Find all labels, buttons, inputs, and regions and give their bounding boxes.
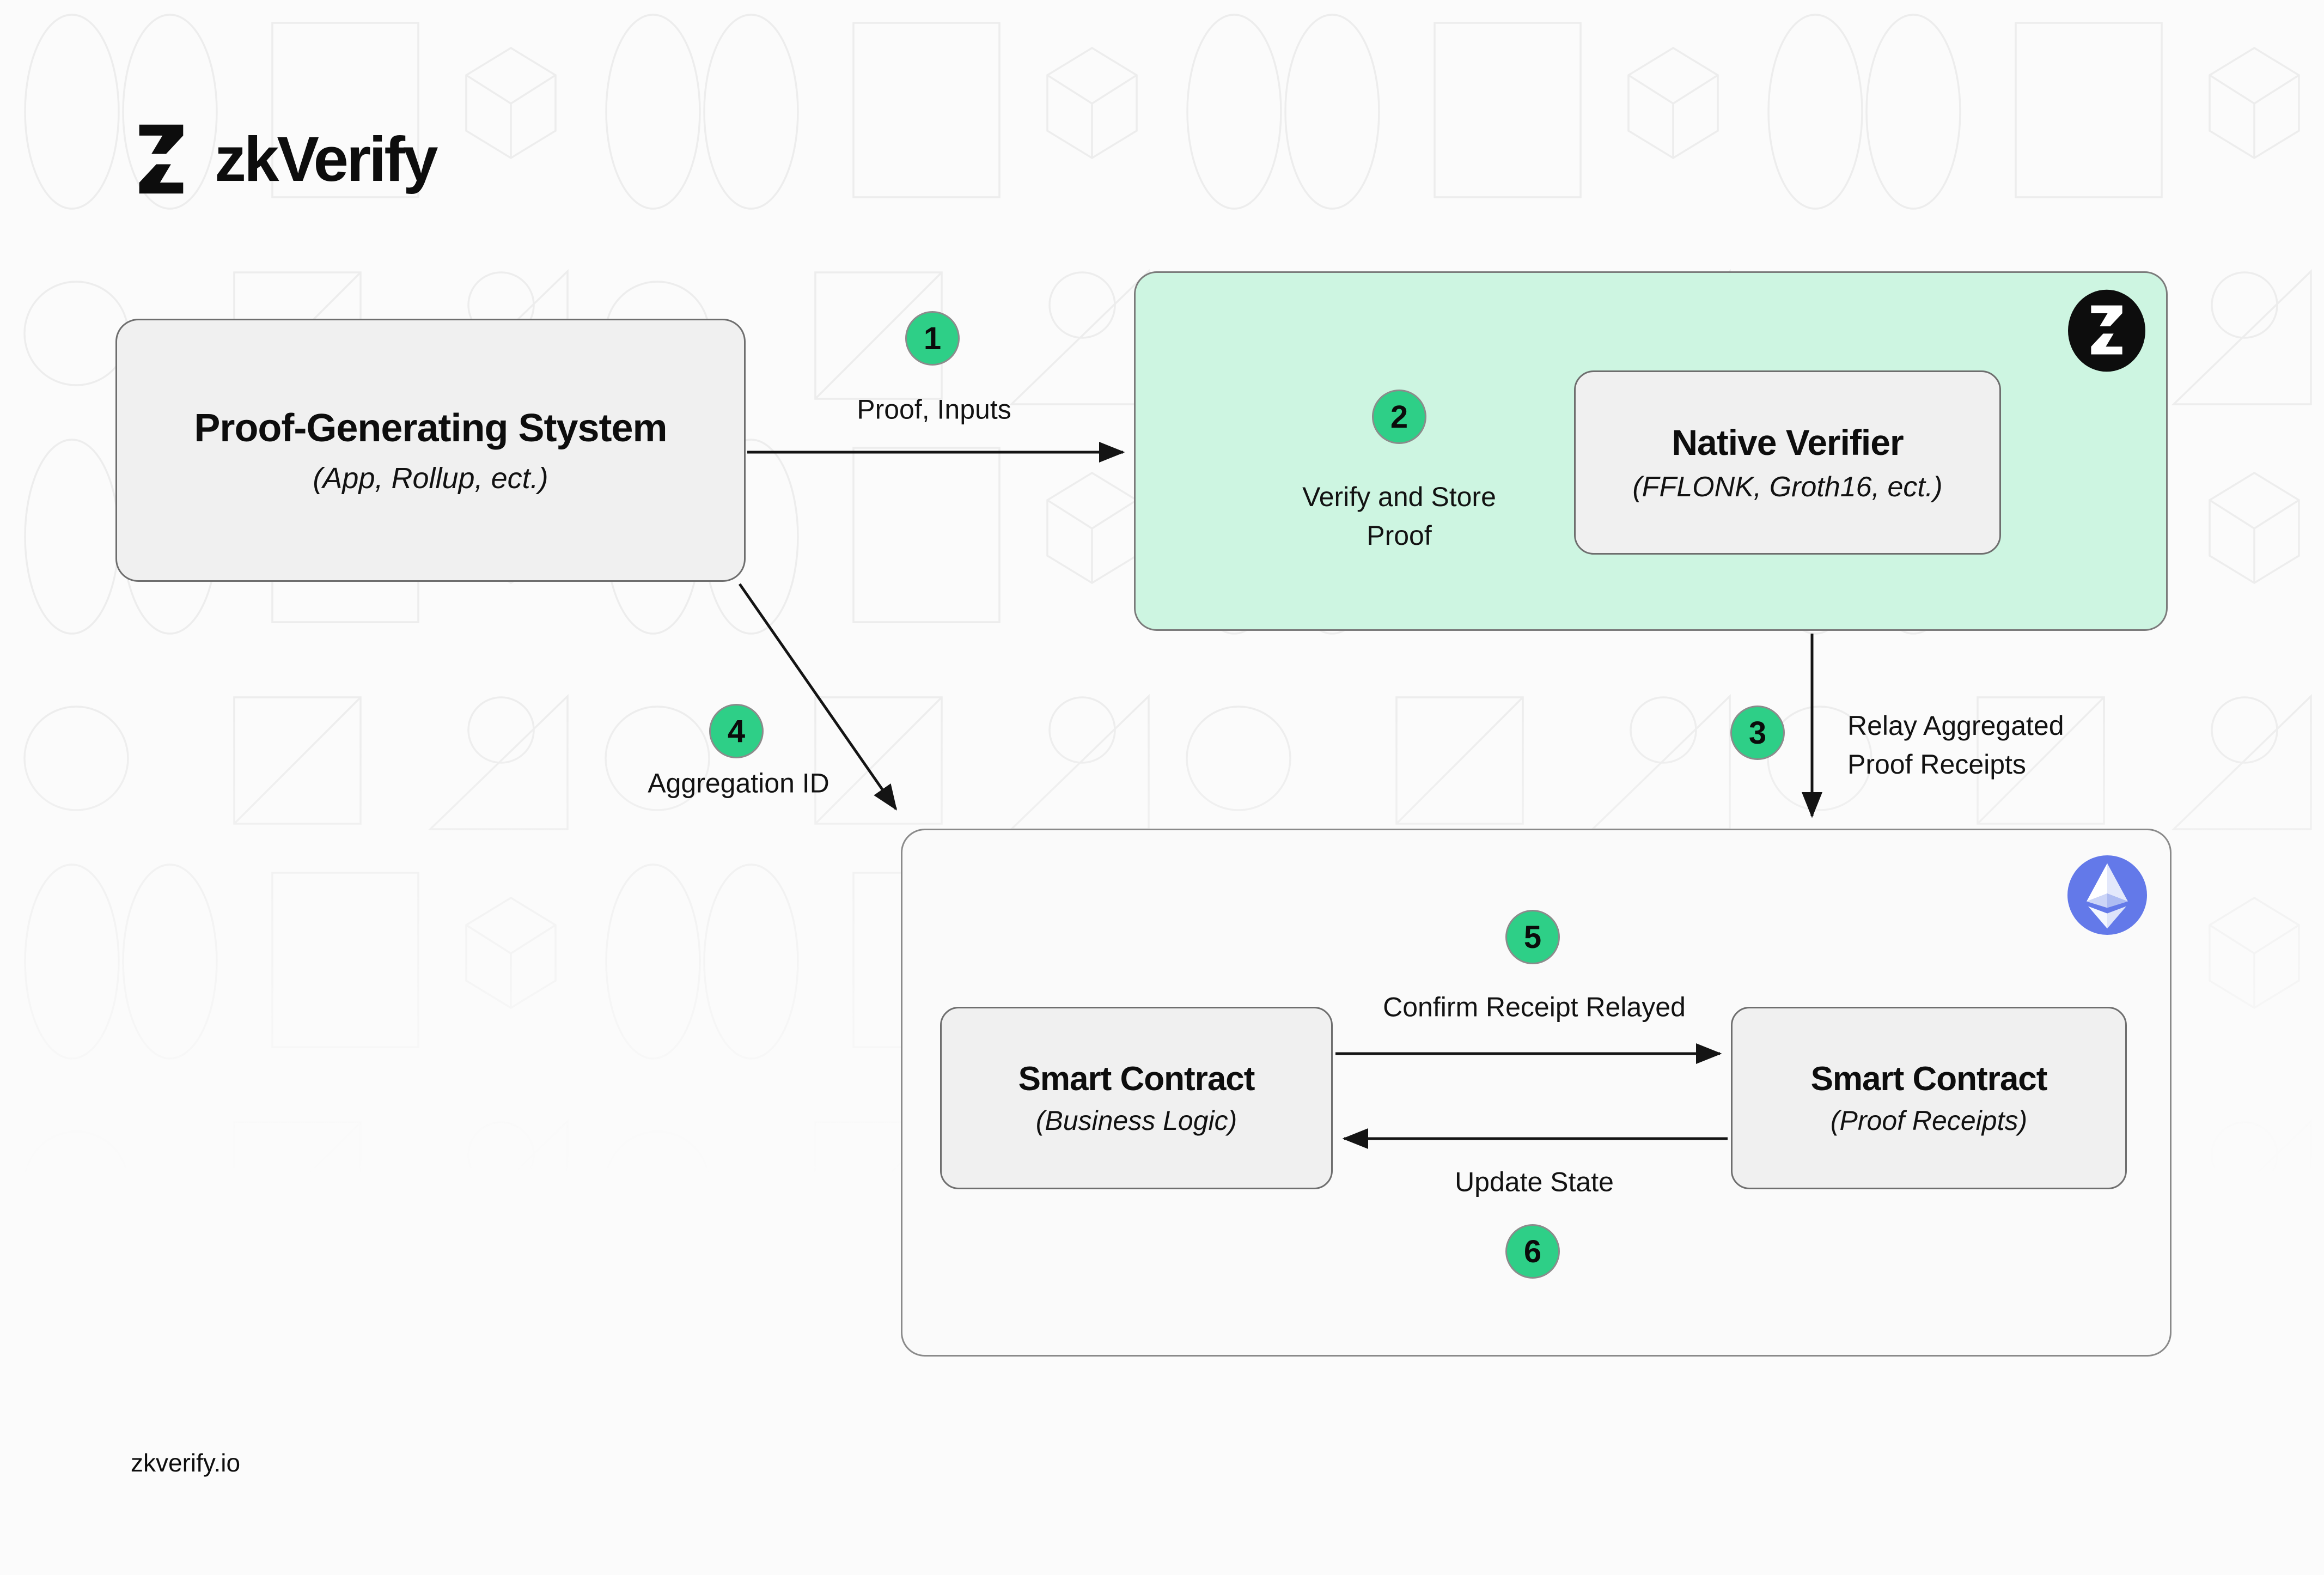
step-4-number: 4	[727, 713, 746, 749]
step-2-number: 2	[1390, 399, 1408, 435]
step-5-badge: 5	[1505, 910, 1560, 964]
step-6-label: Update State	[1455, 1166, 1614, 1197]
smart-contract-business-node: Smart Contract (Business Logic)	[940, 1007, 1333, 1189]
ethereum-icon	[2067, 855, 2147, 935]
step-3-badge: 3	[1730, 706, 1785, 760]
step-2-badge: 2	[1372, 390, 1426, 444]
step-6-badge: 6	[1505, 1224, 1560, 1279]
step-5-number: 5	[1523, 919, 1542, 955]
smart-contract-receipts-node: Smart Contract (Proof Receipts)	[1731, 1007, 2127, 1189]
sc-receipts-title: Smart Contract	[1810, 1060, 2048, 1098]
zkverify-logo: zkVerify	[130, 121, 438, 197]
proof-system-subtitle: (App, Rollup, ect.)	[313, 461, 548, 495]
step-1-label: Proof, Inputs	[857, 394, 1011, 425]
sc-business-title: Smart Contract	[1018, 1060, 1255, 1098]
native-verifier-subtitle: (FFLONK, Groth16, ect.)	[1632, 471, 1943, 503]
zkverify-hourglass-icon	[139, 124, 184, 194]
proof-system-title: Proof-Generating Stystem	[194, 406, 667, 450]
sc-business-subtitle: (Business Logic)	[1035, 1105, 1237, 1136]
step-1-badge: 1	[905, 311, 960, 366]
native-verifier-node: Native Verifier (FFLONK, Groth16, ect.)	[1574, 370, 2001, 555]
proof-system-node: Proof-Generating Stystem (App, Rollup, e…	[115, 319, 746, 582]
step-4-label: Aggregation ID	[648, 768, 829, 799]
step-6-number: 6	[1523, 1233, 1542, 1269]
sc-receipts-subtitle: (Proof Receipts)	[1830, 1105, 2028, 1136]
step-4-badge: 4	[709, 704, 764, 758]
step-1-number: 1	[923, 320, 942, 356]
step-5-label: Confirm Receipt Relayed	[1383, 992, 1686, 1023]
step-3-number: 3	[1748, 715, 1767, 751]
zkverify-badge-icon	[2068, 289, 2145, 372]
step-2-label: Verify and Store Proof	[1302, 482, 1496, 551]
footer-link[interactable]: zkverify.io	[131, 1449, 241, 1477]
brand-name: zkVerify	[215, 124, 438, 194]
native-verifier-title: Native Verifier	[1672, 422, 1904, 463]
step-3-label: Relay Aggregated Proof Receipts	[1847, 710, 2064, 780]
